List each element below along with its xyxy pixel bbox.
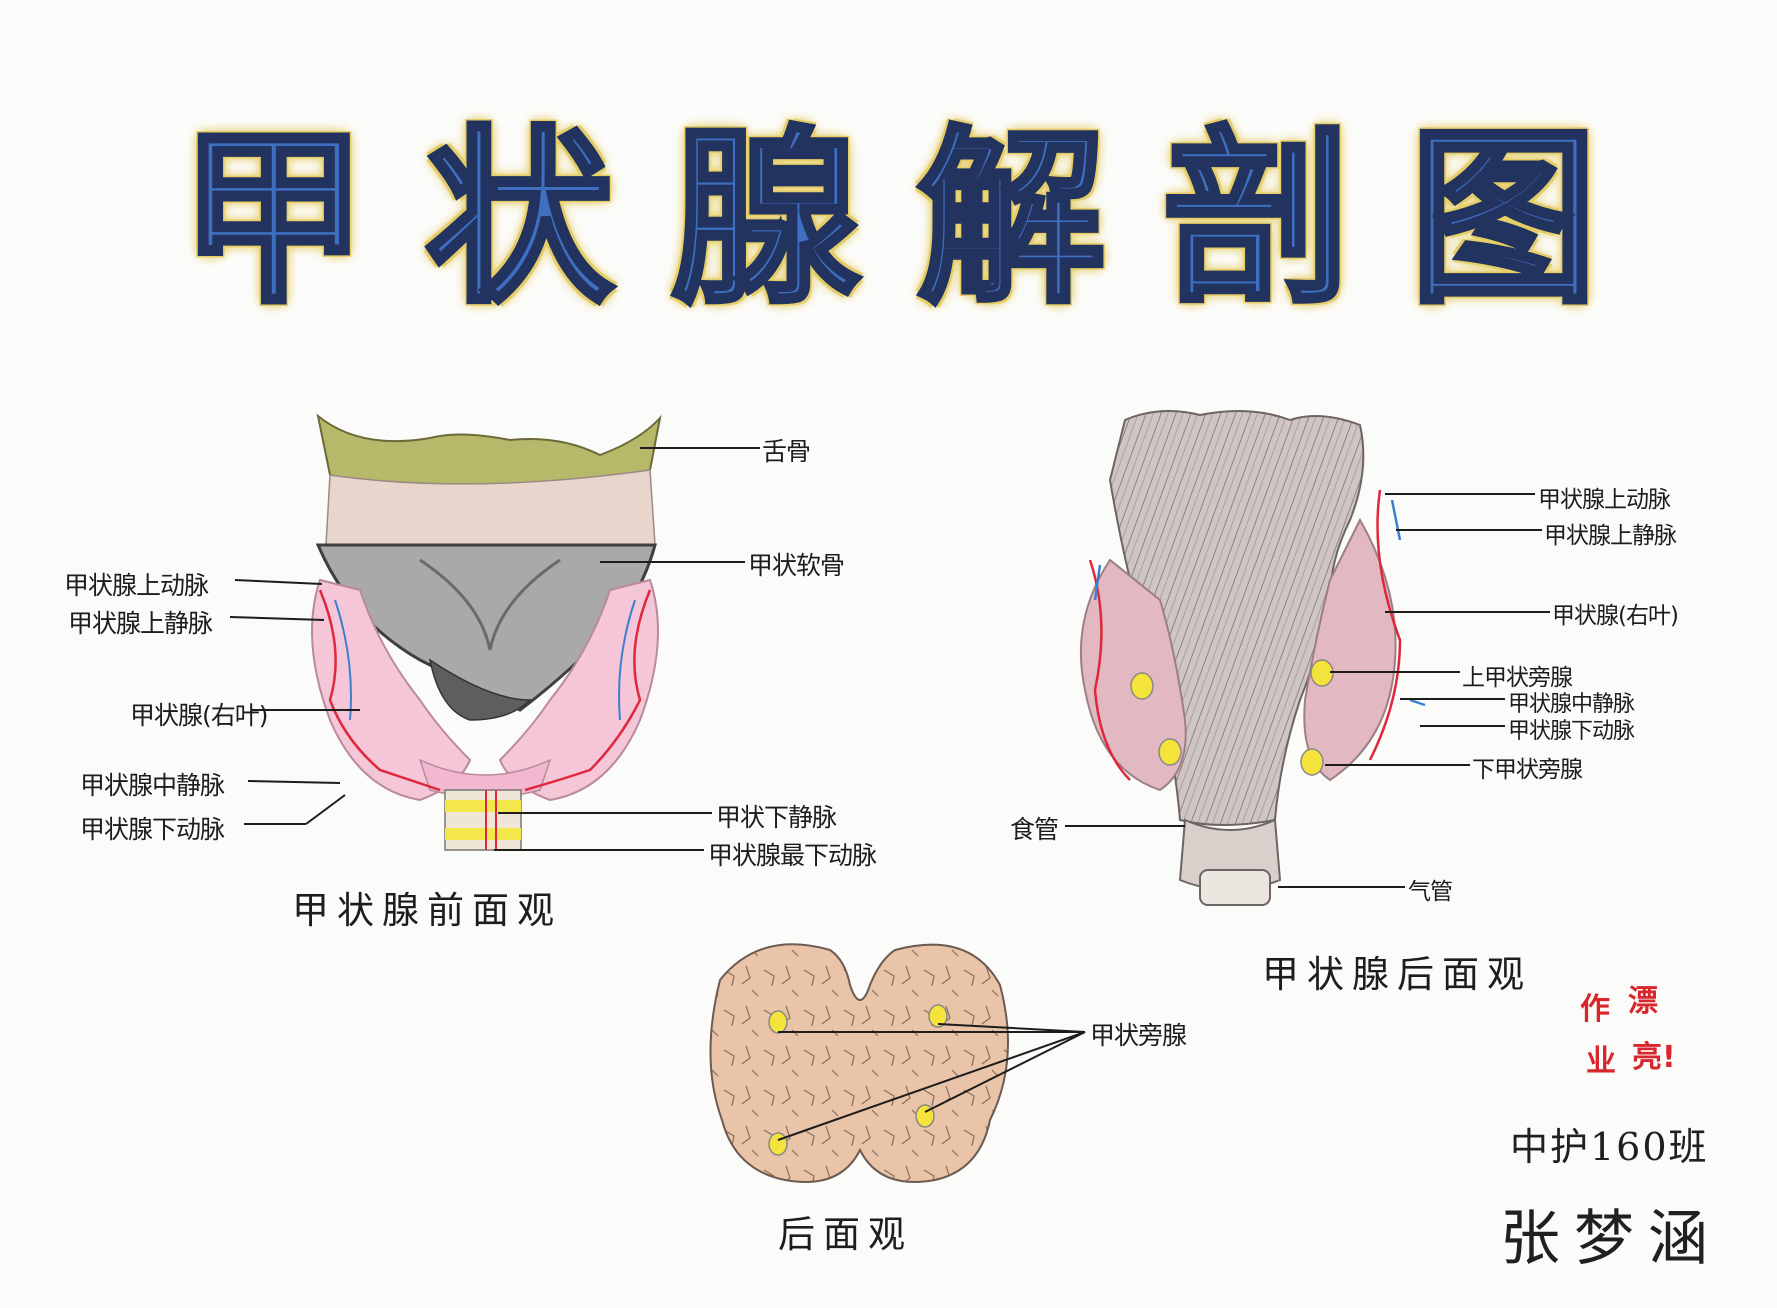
stamp-char: 业	[1586, 1044, 1616, 1079]
title-char: 甲	[177, 110, 370, 329]
label-front-sup-thyroid-artery: 甲状腺上动脉	[64, 571, 209, 600]
posterior-view-drawing	[709, 943, 1009, 1183]
caption-back-view: 甲状腺后面观	[1262, 953, 1532, 996]
label-hyoid: 舌骨	[762, 437, 811, 466]
back-left-lobe	[1079, 558, 1187, 792]
title-char: 解	[915, 110, 1108, 329]
signature-class: 中护160班	[1510, 1125, 1709, 1169]
caption-front-view: 甲状腺前面观	[292, 889, 562, 932]
back-view-drawing	[1079, 410, 1426, 906]
title-char: 状	[423, 110, 616, 329]
title-char: 图	[1407, 110, 1600, 329]
title-char: 剖	[1161, 110, 1354, 329]
label-thyroid-cartilage: 甲状软骨	[748, 551, 845, 580]
page-title: 甲 状 腺 解 剖 图	[0, 95, 1777, 345]
posterior-leader-lines	[777, 1023, 1086, 1141]
front-view-drawing	[311, 413, 662, 851]
label-back-inf-thyroid-artery: 甲状腺下动脉	[1508, 719, 1635, 744]
label-front-sup-thyroid-vein: 甲状腺上静脉	[68, 609, 213, 638]
label-back-right-lobe: 甲状腺(右叶)	[1552, 603, 1679, 629]
back-leader-lines	[1065, 493, 1550, 888]
label-back-sup-thyroid-vein: 甲状腺上静脉	[1544, 523, 1677, 549]
front-leader-lines	[229, 447, 760, 851]
stamp-char: 作	[1580, 992, 1610, 1027]
title-char: 腺	[669, 110, 862, 329]
label-back-trachea: 气管	[1408, 879, 1453, 905]
stamp: 作 漂 业 亮!	[1580, 976, 1692, 1096]
caption-posterior-view: 后面观	[778, 1213, 913, 1256]
label-front-thyroid-ima-artery: 甲状腺最下动脉	[708, 841, 877, 870]
label-front-thyroid-lobe: 甲状腺(右叶)	[130, 701, 269, 730]
label-back-inf-parathyroid: 下甲状旁腺	[1472, 757, 1583, 783]
thyrohyoid-membrane	[325, 469, 656, 546]
label-parathyroid: 甲状旁腺	[1090, 1021, 1187, 1050]
stamp-char: 漂	[1628, 984, 1658, 1019]
label-front-mid-thyroid-vein: 甲状腺中静脉	[80, 771, 225, 800]
posterior-thyroid	[709, 943, 1009, 1183]
label-front-inf-thyroid-vein: 甲状下静脉	[716, 803, 837, 832]
label-back-esophagus: 食管	[1010, 815, 1059, 844]
signature-name: 张梦涵	[1500, 1204, 1722, 1274]
label-front-inf-thyroid-artery: 甲状腺下动脉	[80, 815, 225, 844]
label-back-sup-parathyroid: 上甲状旁腺	[1462, 665, 1573, 691]
label-back-sup-thyroid-artery: 甲状腺上动脉	[1538, 487, 1671, 513]
stamp-char: 亮!	[1632, 1040, 1676, 1075]
label-back-mid-thyroid-vein: 甲状腺中静脉	[1508, 692, 1635, 717]
